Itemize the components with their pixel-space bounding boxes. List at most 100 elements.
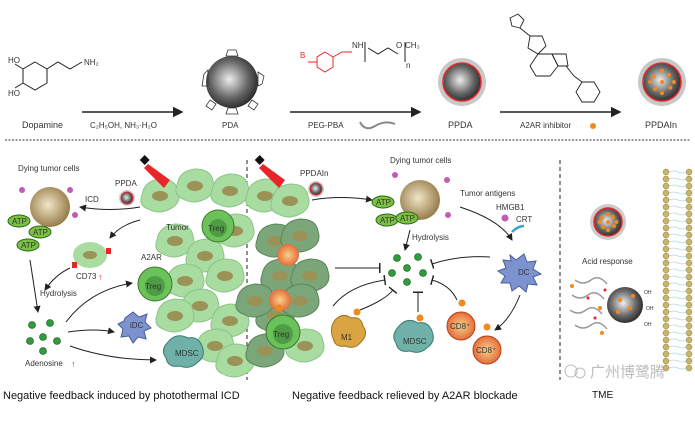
arrow-hydrolysis	[403, 229, 411, 251]
idc-cell: iDC	[117, 311, 152, 344]
atp-icon: ATP	[371, 195, 395, 209]
tumor-cell	[155, 298, 195, 333]
ppda-label: PPDA	[448, 120, 473, 130]
svg-text:ATP: ATP	[12, 217, 27, 226]
up-arrow-icon: ↑	[98, 272, 103, 282]
treg-cell: Treg	[137, 266, 173, 302]
arrow	[44, 267, 71, 291]
ppdain-sphere	[638, 58, 686, 106]
step1-conditions: C₂H₅OH, NH₃·H₂O	[90, 121, 157, 130]
chem-label: NH	[352, 41, 364, 50]
ppdain-label: PPDAIn	[300, 169, 328, 178]
cd8-t-cell: CD8⁺	[446, 299, 476, 341]
crt-icon	[511, 224, 525, 233]
treg-cell: Treg	[201, 209, 235, 243]
step3-reagent: A2AR inhibitor	[520, 121, 571, 130]
oh-label: OH	[644, 322, 652, 328]
svg-text:Treg: Treg	[273, 330, 289, 339]
cd8-t-cell: CD8⁺	[472, 323, 502, 365]
treg-cell: Treg	[265, 304, 301, 350]
arrow	[67, 327, 115, 335]
left-panel-caption: Negative feedback induced by phototherma…	[3, 390, 240, 402]
svg-text:ATP: ATP	[380, 216, 395, 225]
middle-panel-caption: Negative feedback relieved by A2AR block…	[292, 390, 518, 402]
atp-icon: ATP	[16, 238, 40, 252]
arrow-icd	[79, 204, 141, 212]
tumor-cell	[215, 343, 255, 378]
atp-icon: ATP	[395, 211, 419, 225]
svg-text:DC: DC	[518, 268, 530, 277]
dc-cell: DC	[496, 253, 543, 293]
mdsc-cell: MDSC	[162, 335, 204, 368]
hydrolysis-label: Hydrolysis	[40, 289, 77, 298]
peg-pba-structure	[308, 42, 406, 73]
svg-text:M1: M1	[341, 333, 353, 342]
chem-label: CH₃	[405, 41, 420, 50]
chem-label: HO	[8, 56, 20, 65]
svg-text:Treg: Treg	[145, 282, 161, 291]
dying-orange-cell	[277, 244, 299, 266]
tumor-antigens-label: Tumor antigens	[460, 189, 515, 198]
inhibition-arrow	[359, 286, 398, 311]
mdsc-cell: MDSC	[393, 314, 434, 353]
arrow	[459, 206, 513, 241]
tumor-cell	[155, 223, 195, 258]
arrow	[65, 280, 133, 323]
cd73-tumor-cell	[72, 242, 111, 268]
chem-label: NH₂	[84, 58, 99, 67]
svg-text:MDSC: MDSC	[403, 337, 427, 346]
dying-tumor-cell	[392, 172, 451, 220]
dying-orange-cell	[269, 289, 291, 311]
oh-label: OH	[644, 290, 652, 296]
tumor-cell	[165, 263, 205, 298]
tumor-cell	[210, 173, 250, 208]
dying-tumor-cell	[19, 187, 78, 227]
cd73-label: CD73	[76, 272, 97, 281]
oh-label: OH	[646, 306, 654, 312]
svg-text:CD8⁺: CD8⁺	[476, 346, 496, 355]
tumor-cell	[280, 283, 320, 318]
adenosine-label: Adenosine	[25, 359, 63, 368]
arrow	[29, 259, 41, 313]
svg-text:ATP: ATP	[33, 228, 48, 237]
releasing-nanoparticle	[569, 277, 643, 335]
watermark: 广州博鹭腾	[564, 364, 665, 381]
atp-icon: ATP	[375, 213, 399, 227]
hydrolysis-label: Hydrolysis	[412, 233, 449, 242]
svg-text:ATP: ATP	[400, 214, 415, 223]
ppdain-particle	[308, 181, 324, 197]
svg-text:ATP: ATP	[21, 241, 36, 250]
ppda-particle	[119, 190, 135, 206]
up-arrow-icon: ↑	[71, 359, 76, 369]
step2-reagent: PEG-PBA	[308, 121, 344, 130]
tumor-cell	[175, 168, 215, 203]
arrow	[311, 195, 373, 203]
svg-text:Treg: Treg	[208, 224, 224, 233]
chem-label: O	[396, 41, 402, 50]
arrow	[109, 219, 141, 239]
atp-icon: ATP	[7, 214, 31, 228]
hmgb1-icon	[501, 214, 509, 222]
laser-icon	[254, 155, 285, 188]
hmgb1-label: HMGB1	[496, 203, 525, 212]
acid-response-label: Acid response	[582, 257, 633, 266]
atp-icon: ATP	[28, 225, 52, 239]
icd-label: ICD	[85, 195, 99, 204]
m1-cell: M1	[330, 308, 367, 348]
svg-text:广州博鹭腾: 广州博鹭腾	[590, 364, 665, 381]
ppda-label: PPDA	[115, 179, 137, 188]
tumor-cell	[140, 178, 180, 213]
chem-label: HO	[8, 89, 20, 98]
right-panel-caption: TME	[592, 390, 613, 401]
ppdain-label: PPDAIn	[645, 120, 677, 130]
a2ar-inhibitor-structure	[509, 13, 601, 103]
cell-membrane	[662, 168, 693, 372]
arrow	[69, 345, 157, 364]
chem-label: B	[300, 51, 305, 60]
dying-tumor-cells-label: Dying tumor cells	[18, 164, 79, 173]
a2ar-label: A2AR	[141, 253, 162, 262]
inhibitor-dot-icon	[590, 123, 596, 129]
svg-text:MDSC: MDSC	[175, 349, 199, 358]
chem-label: n	[406, 61, 410, 70]
